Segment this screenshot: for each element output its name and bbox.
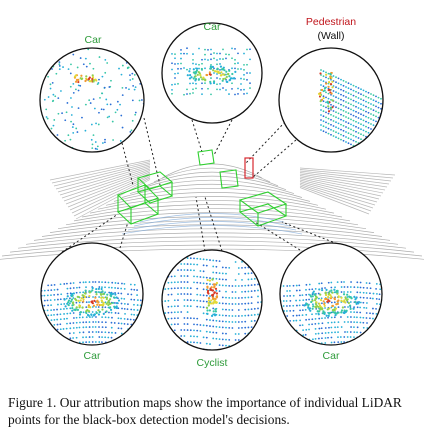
label-car-bottom-right: Car	[322, 350, 340, 362]
label-cyclist: Cyclist	[196, 357, 228, 369]
pedestrian-box	[244, 157, 254, 179]
label-pedestrian: Pedestrian	[305, 16, 357, 28]
label-car-bottom-left: Car	[83, 350, 101, 362]
label-wall: (Wall)	[317, 30, 345, 42]
zoom-circles	[39, 22, 384, 351]
lidar-figure: Car Car Pedestrian (Wall) Car Cyclist Ca…	[0, 16, 424, 369]
zoom-circle-3	[279, 48, 383, 152]
zoom-circle-1	[40, 48, 144, 152]
zoom-circle-5	[162, 250, 262, 350]
zoom-circle-6	[280, 243, 382, 345]
zoom-circle-2	[162, 23, 262, 123]
label-car-top-left: Car	[84, 34, 102, 46]
zoom-circle-4	[41, 243, 143, 345]
label-car-top-center: Car	[203, 21, 221, 33]
figure-canvas	[0, 22, 424, 351]
lidar-scene	[0, 159, 424, 260]
figure-caption: Figure 1. Our attribution maps show the …	[8, 395, 402, 427]
detection-boxes	[116, 149, 288, 227]
